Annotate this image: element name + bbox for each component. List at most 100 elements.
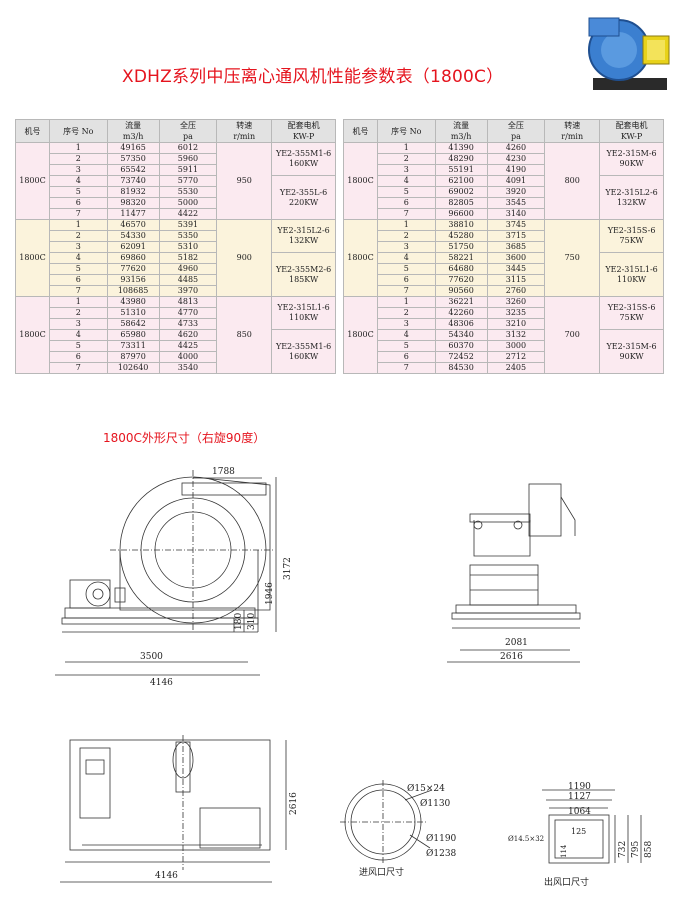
speed-cell: 950 — [216, 142, 273, 220]
flow-cell: 72452 — [434, 351, 488, 363]
dim-1946: 1946 — [265, 582, 275, 605]
motor-model: YE2-355L-6 — [279, 187, 328, 197]
speed-cell: 850 — [216, 296, 273, 374]
dim-1130: Ø1130 — [420, 798, 451, 809]
model-cell: 1800C — [343, 142, 378, 220]
speed-cell: 750 — [544, 219, 601, 297]
motor-power: 75KW — [619, 313, 644, 322]
speed-cell: 700 — [544, 296, 601, 374]
pressure-cell: 2405 — [486, 362, 546, 374]
motor-model: YE2-315S-6 — [607, 303, 656, 312]
header-seq: 序号 No — [48, 119, 108, 143]
fan-product-image — [588, 17, 670, 90]
dim-180: 180 — [234, 613, 244, 630]
flow-cell: 64680 — [434, 263, 488, 275]
top-view-drawing — [60, 735, 287, 883]
inlet-caption: 进风口尺寸 — [359, 868, 405, 878]
flow-cell: 98320 — [106, 197, 160, 209]
dim-2616-front: 2616 — [500, 652, 523, 662]
motor-model: YE2-355M1-6 — [275, 341, 332, 351]
dim-310: 310 — [247, 613, 257, 630]
flow-cell: 102640 — [106, 362, 160, 374]
dim-125: 125 — [571, 827, 586, 836]
motor-power: 90KW — [619, 351, 644, 361]
pressure-cell: 3235 — [486, 307, 546, 319]
dim-1190-outlet: 1190 — [568, 782, 591, 792]
dim-4146-top: 4146 — [150, 678, 173, 688]
outlet-caption: 出风口尺寸 — [544, 878, 590, 888]
motor-power: 160KW — [288, 159, 319, 168]
pressure-cell: 3115 — [486, 274, 546, 286]
motor-model: YE2-315L1-6 — [605, 264, 658, 274]
motor-model: YE2-315M-6 — [606, 341, 657, 351]
motor-power: 110KW — [288, 313, 319, 322]
dim-1190: Ø1190 — [426, 833, 457, 844]
dim-858: 858 — [644, 841, 654, 858]
flow-cell: 82805 — [434, 197, 488, 209]
flow-cell: 69002 — [434, 186, 488, 198]
model-cell: 1800C — [15, 219, 50, 297]
header-seq: 序号 No — [376, 119, 436, 143]
front-view-drawing — [447, 483, 581, 663]
dim-114: 114 — [560, 844, 568, 858]
speed-cell: 900 — [216, 219, 273, 297]
seq-cell: 7 — [48, 362, 108, 374]
side-view-drawing — [55, 470, 277, 676]
dim-2081: 2081 — [505, 638, 528, 648]
dim-1127: 1127 — [568, 792, 591, 802]
dim-3172: 3172 — [283, 557, 293, 580]
pressure-cell: 4620 — [158, 329, 218, 341]
motor-power: 75KW — [619, 236, 644, 245]
flow-cell: 46570 — [106, 219, 160, 231]
motor-model: YE2-315L2-6 — [605, 187, 658, 197]
motor-power: 90KW — [619, 159, 644, 168]
motor-power: 110KW — [616, 274, 647, 284]
motor-model: YE2-315S-6 — [607, 226, 656, 235]
motor-model: YE2-315L1-6 — [277, 303, 330, 312]
dim-2616-top: 2616 — [289, 792, 299, 815]
dim-3500: 3500 — [140, 652, 163, 662]
dim-outlet-holes: Ø14.5×32 — [508, 835, 544, 843]
outlet-flange-drawing — [542, 789, 642, 864]
page-title: XDHZ系列中压离心通风机性能参数表（1800C） — [122, 67, 504, 87]
motor-power: 132KW — [288, 236, 319, 245]
motor-power: 185KW — [288, 274, 319, 284]
motor-model: YE2-355M1-6 — [275, 149, 332, 158]
dim-1238: Ø1238 — [426, 848, 457, 859]
